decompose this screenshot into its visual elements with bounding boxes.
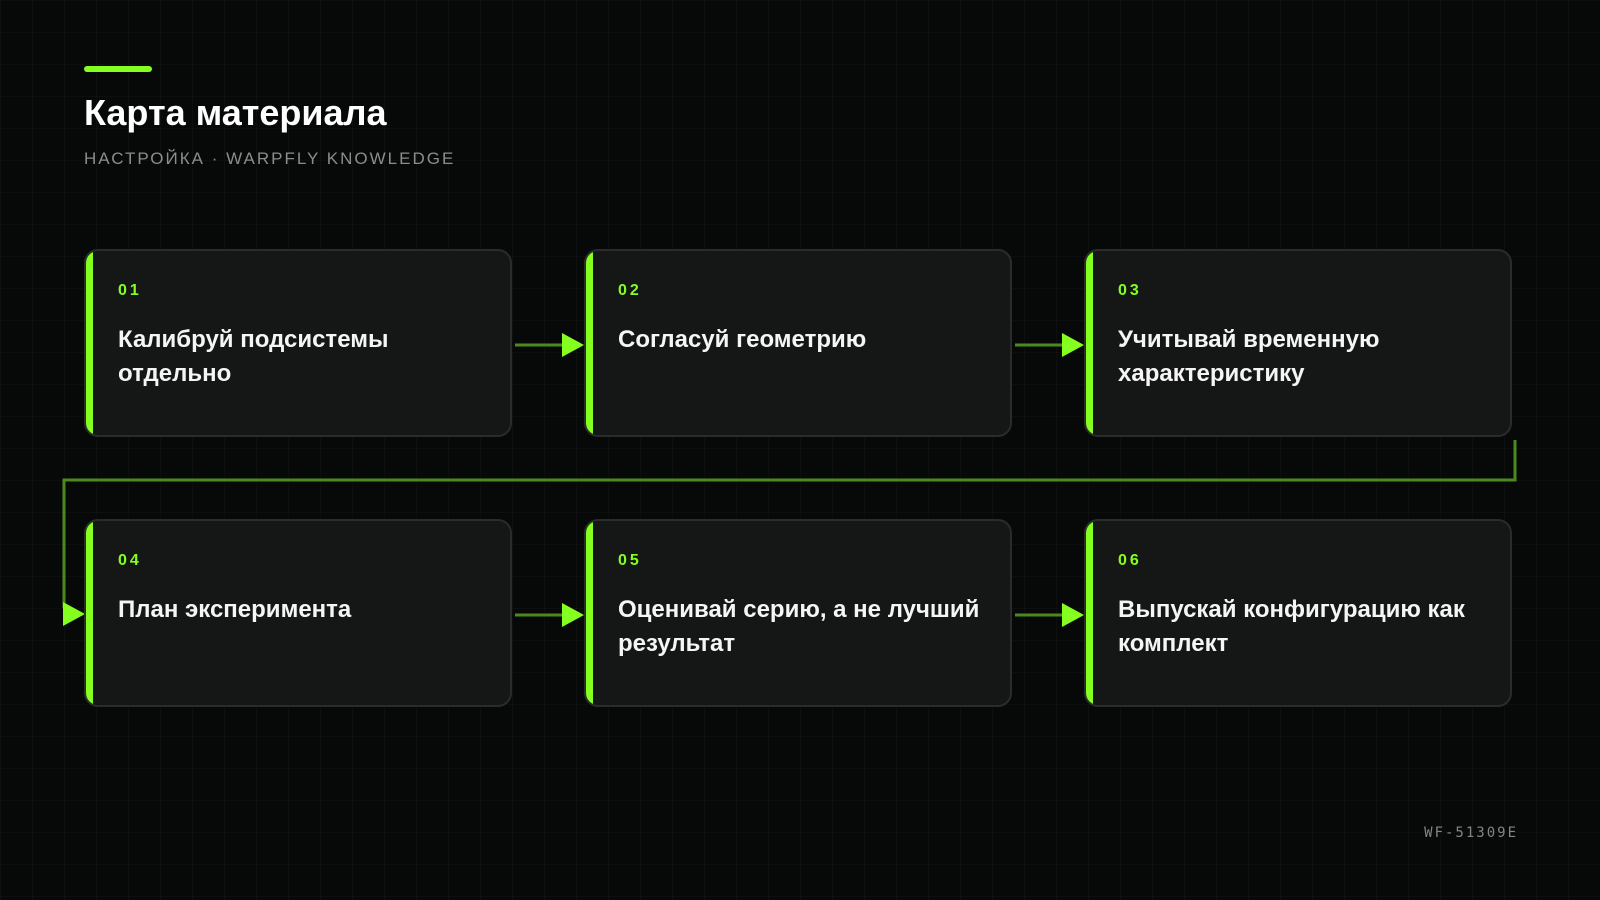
card-accent-bar	[586, 521, 593, 705]
arrowhead-06	[1062, 603, 1084, 627]
arrowhead-04	[63, 602, 85, 626]
step-number: 01	[118, 282, 142, 299]
step-number: 03	[1118, 282, 1142, 299]
arrowhead-02	[562, 333, 584, 357]
arrowhead-05	[562, 603, 584, 627]
arrowhead-03	[1062, 333, 1084, 357]
document-id: WF-51309E	[1424, 825, 1518, 841]
step-card-02: 02 Согласуй геометрию	[584, 249, 1012, 437]
page-subtitle: НАСТРОЙКА · WARPFLY KNOWLEDGE	[84, 149, 456, 168]
card-accent-bar	[1086, 521, 1093, 705]
card-accent-bar	[86, 521, 93, 705]
card-accent-bar	[1086, 251, 1093, 435]
title-accent-bar	[84, 66, 152, 72]
step-number: 05	[618, 552, 642, 569]
step-title: План эксперимента	[118, 596, 352, 623]
step-card-06: 06 Выпускай конфигурацию как комплект	[1084, 519, 1512, 707]
step-title: Калибруй подсистемы отдельно	[118, 326, 389, 387]
card-accent-bar	[86, 251, 93, 435]
step-number: 04	[118, 552, 142, 569]
step-title: Выпускай конфигурацию как комплект	[1118, 596, 1465, 657]
connector-03-04	[62, 440, 1517, 608]
step-card-04: 04 План эксперимента	[84, 519, 512, 707]
step-card-05: 05 Оценивай серию, а не лучший результат	[584, 519, 1012, 707]
step-number: 06	[1118, 552, 1142, 569]
step-title: Согласуй геометрию	[618, 326, 867, 353]
card-accent-bar	[586, 251, 593, 435]
page-title: Карта материала	[84, 92, 387, 133]
step-number: 02	[618, 282, 642, 299]
step-title: Оценивай серию, а не лучший результат	[618, 596, 980, 657]
step-title: Учитывай временную характеристику	[1118, 326, 1380, 387]
step-card-01: 01 Калибруй подсистемы отдельно	[84, 249, 512, 437]
step-card-03: 03 Учитывай временную характеристику	[1084, 249, 1512, 437]
